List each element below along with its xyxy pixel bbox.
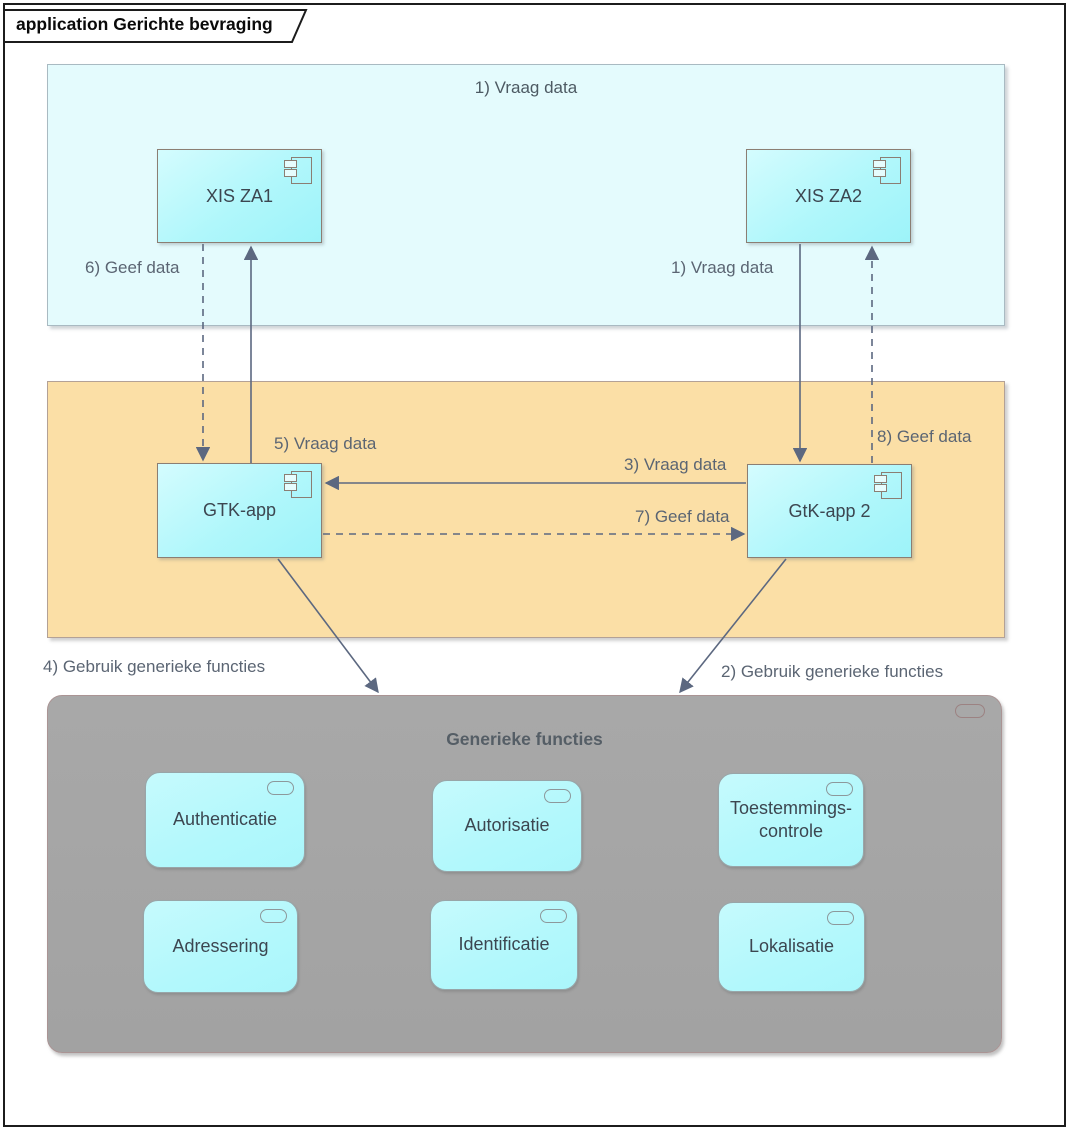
frame-title: application Gerichte bevraging <box>16 14 273 34</box>
service-autorisatie-label: Autorisatie <box>464 815 550 836</box>
component-xis-za1-label: XIS ZA1 <box>205 185 274 206</box>
service-adressering: Adressering <box>143 900 298 993</box>
service-autorisatie: Autorisatie <box>432 780 582 872</box>
zone-generieke-functies-title: Generieke functies <box>446 729 603 749</box>
flow-label-vraag-3: 3) Vraag data <box>624 455 727 474</box>
flow-label-vraag-5: 5) Vraag data <box>274 434 377 453</box>
service-authenticatie-label: Authenticatie <box>172 809 278 830</box>
component-gtk-app-2-label: GtK-app 2 <box>788 500 871 521</box>
uml-component-icon <box>873 157 901 184</box>
flow-label-gebruik-4: 4) Gebruik generieke functies <box>43 657 266 676</box>
rounded-rectangle-icon <box>260 909 287 923</box>
service-authenticatie: Authenticatie <box>145 772 305 868</box>
frame-title-tab: application Gerichte bevraging <box>3 9 323 45</box>
uml-component-icon <box>874 472 902 499</box>
service-adressering-label: Adressering <box>172 935 269 956</box>
flow-label-vraag-1: 1) Vraag data <box>671 258 774 277</box>
service-identificatie: Identificatie <box>430 900 578 990</box>
component-gtk-app-2: GtK-app 2 <box>747 464 912 558</box>
service-toestemmingscontrole: Toestemmings-controle <box>718 773 864 867</box>
zone-vraag-data-title: 1) Vraag data <box>474 78 578 97</box>
component-xis-za2: XIS ZA2 <box>746 149 911 243</box>
frame-tab-shape <box>3 9 308 43</box>
rounded-rectangle-icon <box>827 911 854 925</box>
service-lokalisatie-label: Lokalisatie <box>748 936 835 957</box>
rounded-rectangle-icon <box>544 789 571 803</box>
component-xis-za1: XIS ZA1 <box>157 149 322 243</box>
flow-label-geef-7: 7) Geef data <box>635 507 730 526</box>
rounded-rectangle-icon <box>267 781 294 795</box>
flow-label-geef-8: 8) Geef data <box>877 427 972 446</box>
uml-component-icon <box>284 157 312 184</box>
zone-generieke-functies: Generieke functies <box>47 695 1002 1053</box>
rounded-rectangle-icon <box>826 782 853 796</box>
component-gtk-app-label: GTK-app <box>202 500 277 520</box>
component-gtk-app: GTK-app <box>157 463 322 558</box>
diagram-frame <box>3 3 1066 1127</box>
service-lokalisatie: Lokalisatie <box>718 902 865 992</box>
flow-label-geef-6: 6) Geef data <box>85 258 180 277</box>
service-identificatie-label: Identificatie <box>458 934 550 955</box>
uml-component-icon <box>284 471 312 498</box>
flow-label-gebruik-2: 2) Gebruik generieke functies <box>721 662 944 681</box>
service-toestemmingscontrole-label: Toestemmings-controle <box>729 797 853 841</box>
rounded-rectangle-icon <box>955 704 985 718</box>
rounded-rectangle-icon <box>540 909 567 923</box>
component-xis-za2-label: XIS ZA2 <box>794 185 863 206</box>
